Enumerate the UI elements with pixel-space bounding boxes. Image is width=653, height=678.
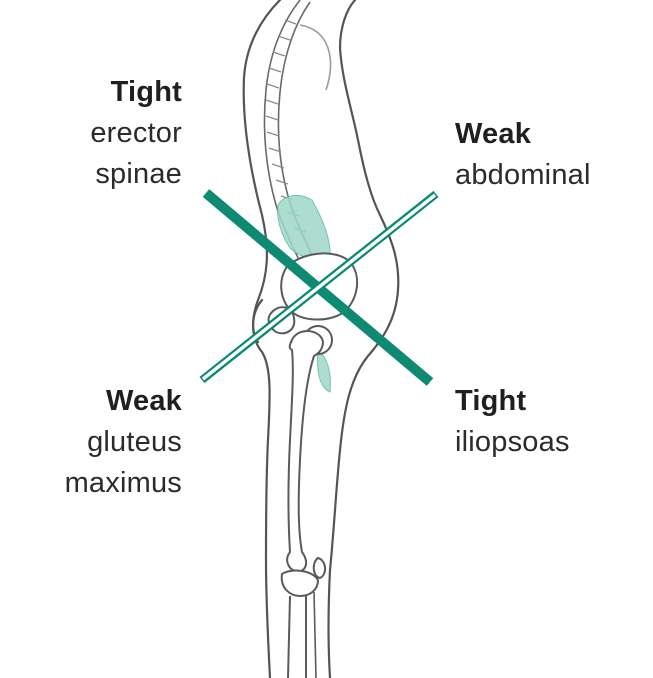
label-tight-erector-spinae: Tight erector spinae bbox=[20, 72, 182, 195]
label-weak-abdominal: Weak abdominal bbox=[455, 114, 645, 196]
label-weak-gluteus-maximus: Weak gluteus maximus bbox=[20, 381, 182, 504]
label-status: Tight bbox=[20, 72, 182, 113]
label-line: gluteus bbox=[20, 422, 182, 463]
label-line: erector bbox=[20, 113, 182, 154]
label-line: spinae bbox=[20, 154, 182, 195]
knee-icon bbox=[282, 558, 325, 678]
label-status: Tight bbox=[455, 381, 645, 422]
label-status: Weak bbox=[455, 114, 645, 155]
label-line: maximus bbox=[20, 463, 182, 504]
label-tight-iliopsoas: Tight iliopsoas bbox=[455, 381, 645, 463]
label-line: abdominal bbox=[455, 155, 645, 196]
label-line: iliopsoas bbox=[455, 422, 645, 463]
label-status: Weak bbox=[20, 381, 182, 422]
